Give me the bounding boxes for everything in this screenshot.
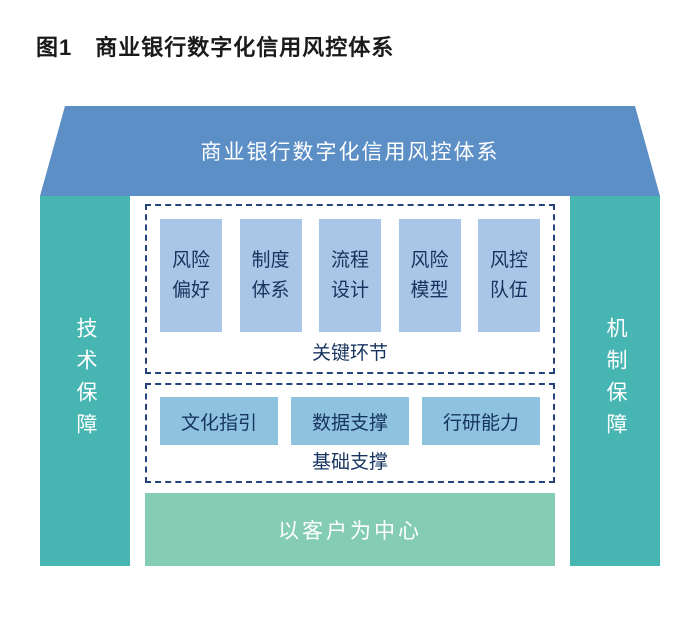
basic-box-data-support: 数据支撑	[291, 397, 409, 445]
key-box-label: 风险 偏好	[171, 250, 210, 301]
key-box-label: 制度 体系	[251, 250, 290, 301]
key-box-risk-model: 风险 模型	[398, 219, 461, 332]
key-box-label: 风险 模型	[410, 250, 449, 301]
key-links-group: 风险 偏好 制度 体系 流程 设计 风险 模型 风控 队伍 关键环节	[145, 204, 555, 374]
basic-box-research-capability: 行研能力	[422, 397, 540, 445]
key-box-label: 流程 设计	[330, 250, 369, 301]
left-pillar-label: 技术保障	[74, 317, 97, 445]
basic-support-group: 文化指引 数据支撑 行研能力 基础支撑	[145, 383, 555, 483]
basic-support-row: 文化指引 数据支撑 行研能力	[147, 385, 553, 447]
key-box-process-design: 流程 设计	[319, 219, 381, 332]
key-box-risk-team: 风控 队伍	[478, 219, 540, 332]
basic-box-culture-guidance: 文化指引	[160, 397, 278, 445]
center-column: 风险 偏好 制度 体系 流程 设计 风险 模型 风控 队伍 关键环节	[130, 196, 570, 566]
customer-centric-label: 以客户为中心	[278, 519, 422, 543]
key-links-group-label: 关键环节	[311, 343, 388, 364]
key-box-risk-preference: 风险 偏好	[160, 219, 222, 332]
left-pillar-tech-support: 技术保障	[40, 196, 130, 566]
roof-banner-label: 商业银行数字化信用风控体系	[200, 141, 500, 164]
roof-banner: 商业银行数字化信用风控体系	[40, 106, 660, 196]
customer-centric-bar: 以客户为中心	[145, 493, 555, 566]
risk-control-diagram: 商业银行数字化信用风控体系 技术保障 风险 偏好 制度 体系 流程 设计	[40, 106, 660, 566]
figure-caption: 图1 商业银行数字化信用风控体系	[36, 35, 395, 60]
key-links-row: 风险 偏好 制度 体系 流程 设计 风险 模型 风控 队伍	[147, 206, 553, 338]
diagram-body: 技术保障 风险 偏好 制度 体系 流程 设计 风险 模型	[40, 196, 660, 566]
key-box-label: 风控 队伍	[489, 250, 528, 301]
key-box-institution-system: 制度 体系	[239, 219, 302, 332]
right-pillar-mechanism-support: 机制保障	[570, 196, 660, 566]
right-pillar-label: 机制保障	[604, 317, 627, 445]
basic-support-group-label: 基础支撑	[311, 452, 388, 473]
